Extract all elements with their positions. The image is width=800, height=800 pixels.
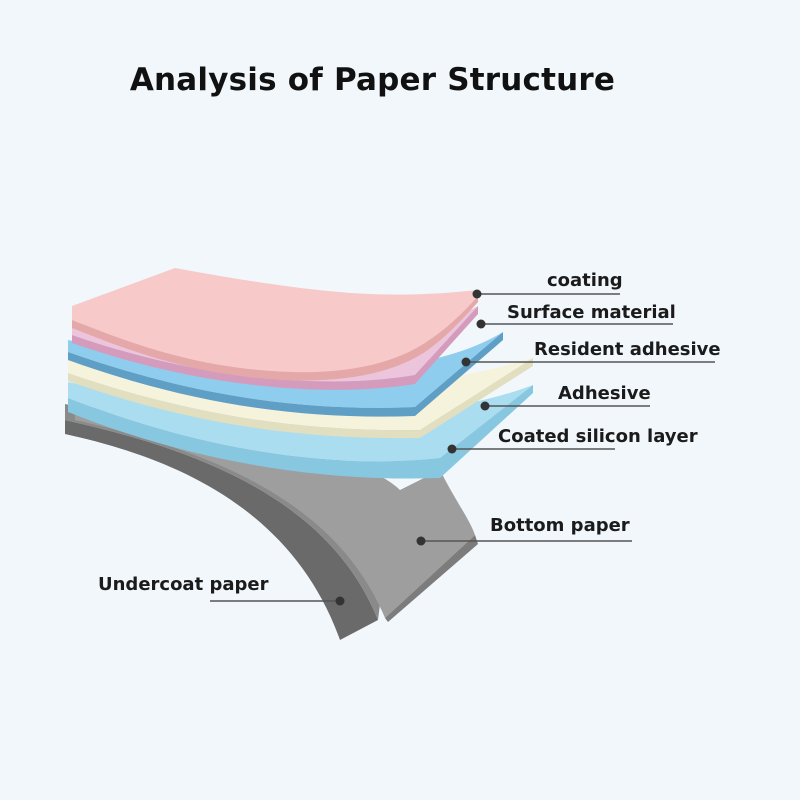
resident-adhesive-label: Resident adhesive [534,339,721,360]
surface-material-label: Surface material [507,302,676,323]
coating-layer [72,268,478,381]
coating-dot [472,289,482,299]
bottom-paper-layer [75,405,478,622]
undercoat-paper-layer [65,404,380,640]
adhesive-label: Adhesive [558,383,651,404]
coating-label: coating [547,270,623,291]
undercoat-paper-label: Undercoat paper [98,574,269,595]
coated-silicon-layer-dot [447,444,457,454]
adhesive-dot [480,401,490,411]
leader-dots [335,289,490,606]
coated-silicon-layer-label: Coated silicon layer [498,426,698,447]
surface-material-dot [476,319,486,329]
leader-lines [210,293,715,602]
bottom-paper-dot [416,536,426,546]
page-title: Analysis of Paper Structure [129,62,616,98]
undercoat-paper-dot [335,596,345,606]
bottom-paper-label: Bottom paper [490,515,630,536]
resident-adhesive-dot [461,357,471,367]
